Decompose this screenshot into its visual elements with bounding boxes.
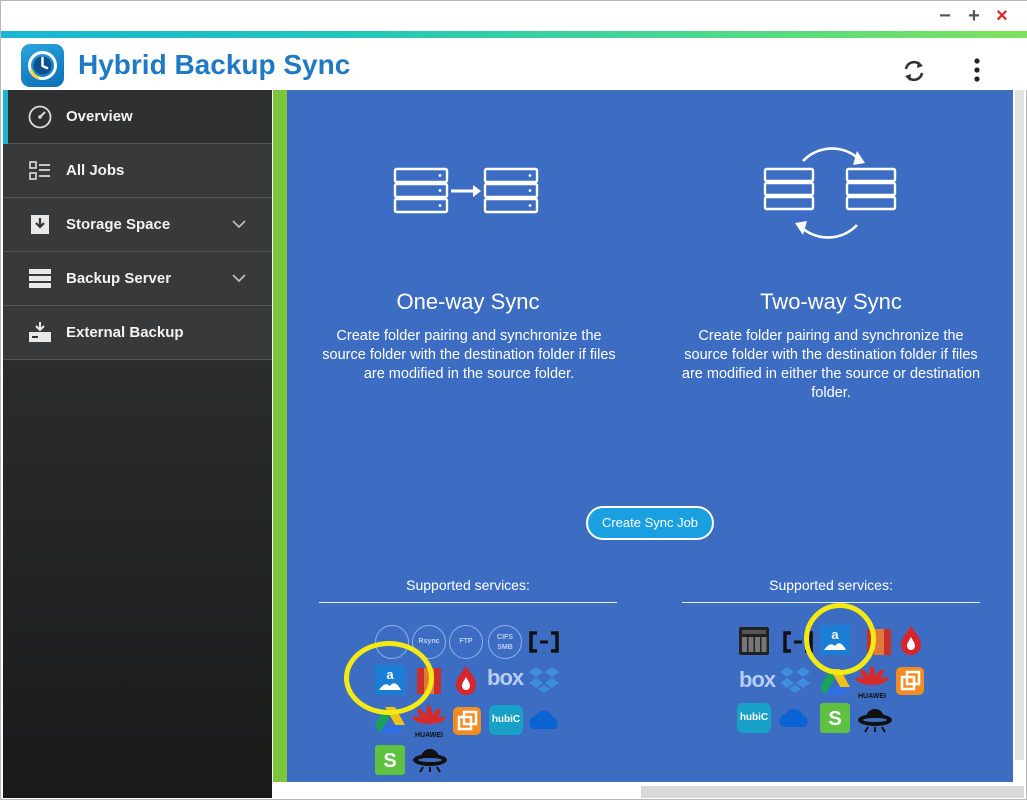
active-indicator [3,90,8,144]
svg-text:S: S [828,708,841,730]
dropbox-service-icon [527,663,561,697]
supported-services-label: Supported services: [406,577,530,593]
alibaba-cloud-service-icon [527,627,561,661]
sidebar-item-external-backup[interactable]: External Backup [3,306,272,360]
ufo-cloud-service-icon [856,703,894,737]
svg-text:S: S [383,750,396,772]
ftp-service-icon: FTP [449,625,483,659]
huawei-label: HUAWEI [415,732,443,739]
rsync-service-icon: Rsync [412,625,446,659]
huawei-cloud-service-icon: HUAWEI [411,703,447,739]
orange-cloud-service-icon [894,665,928,699]
backblaze-service-icon [449,663,483,697]
sugarsync-service-icon: S [373,743,407,777]
hubic-service-icon: hubiC [489,705,523,735]
two-way-sync-icon [759,139,901,252]
app-title: Hybrid Backup Sync [78,49,351,80]
horizontal-scrollbar[interactable] [641,786,1024,798]
orange-cloud-service-icon [451,705,485,739]
highlight-circle [344,641,434,715]
qnap-nas-service-icon [737,625,771,659]
two-way-sync-description: Create folder pairing and synchronize th… [681,328,981,401]
app-header: Hybrid Backup Sync [1,38,1027,90]
chevron-down-icon[interactable] [229,214,249,234]
checklist-icon [27,158,53,184]
onedrive-service-icon [775,703,813,737]
window-titlebar: − + × [1,1,1027,31]
vertical-scrollbar[interactable] [1015,90,1024,760]
server-icon [27,266,53,292]
sidebar-item-label: Storage Space [66,216,171,233]
one-way-sync-title: One-way Sync [396,289,540,314]
cifs-smb-service-icon: CIFS SMB [488,625,522,659]
download-box-icon [27,212,53,238]
supported-services-label: Supported services: [769,577,893,593]
sidebar: Overview All Jobs Storage Space Backup S… [3,90,272,798]
sidebar-item-storage-space[interactable]: Storage Space [3,198,272,252]
external-drive-icon [27,320,53,346]
sidebar-item-all-jobs[interactable]: All Jobs [3,144,272,198]
sugarsync-service-icon: S [818,701,852,735]
chevron-down-icon[interactable] [229,268,249,288]
header-accent-bar [1,31,1027,38]
create-sync-job-button[interactable]: Create Sync Job [586,506,714,540]
close-button[interactable]: × [996,5,1008,27]
box-service-icon: box [739,667,776,692]
minimize-button[interactable]: − [939,5,951,27]
sidebar-item-backup-server[interactable]: Backup Server [3,252,272,306]
huawei-cloud-service-icon: HUAWEI [854,664,890,700]
sidebar-item-label: External Backup [66,324,184,341]
one-way-sync-description: Create folder pairing and synchronize th… [322,328,616,382]
huawei-label: HUAWEI [858,693,886,700]
highlight-circle [804,603,876,675]
sidebar-item-label: Backup Server [66,270,172,287]
sidebar-item-overview[interactable]: Overview [3,90,272,144]
one-way-sync-icon [391,163,543,228]
dropbox-service-icon [778,663,812,697]
divider [319,602,617,603]
maximize-button[interactable]: + [968,5,980,27]
sidebar-item-label: Overview [66,108,133,125]
sidebar-item-label: All Jobs [66,162,125,179]
google-drive-service-icon [818,665,852,699]
hybrid-backup-sync-logo-icon [21,44,64,87]
backblaze-service-icon [894,623,928,657]
refresh-icon[interactable] [901,58,927,84]
more-options-icon[interactable] [967,56,987,84]
hubic-service-icon: hubiC [737,703,771,733]
ufo-cloud-service-icon [411,743,449,777]
onedrive-service-icon [525,705,563,739]
two-way-sync-title: Two-way Sync [760,289,902,314]
speedometer-icon [27,104,53,130]
divider [682,602,980,603]
box-service-icon: box [487,665,524,690]
